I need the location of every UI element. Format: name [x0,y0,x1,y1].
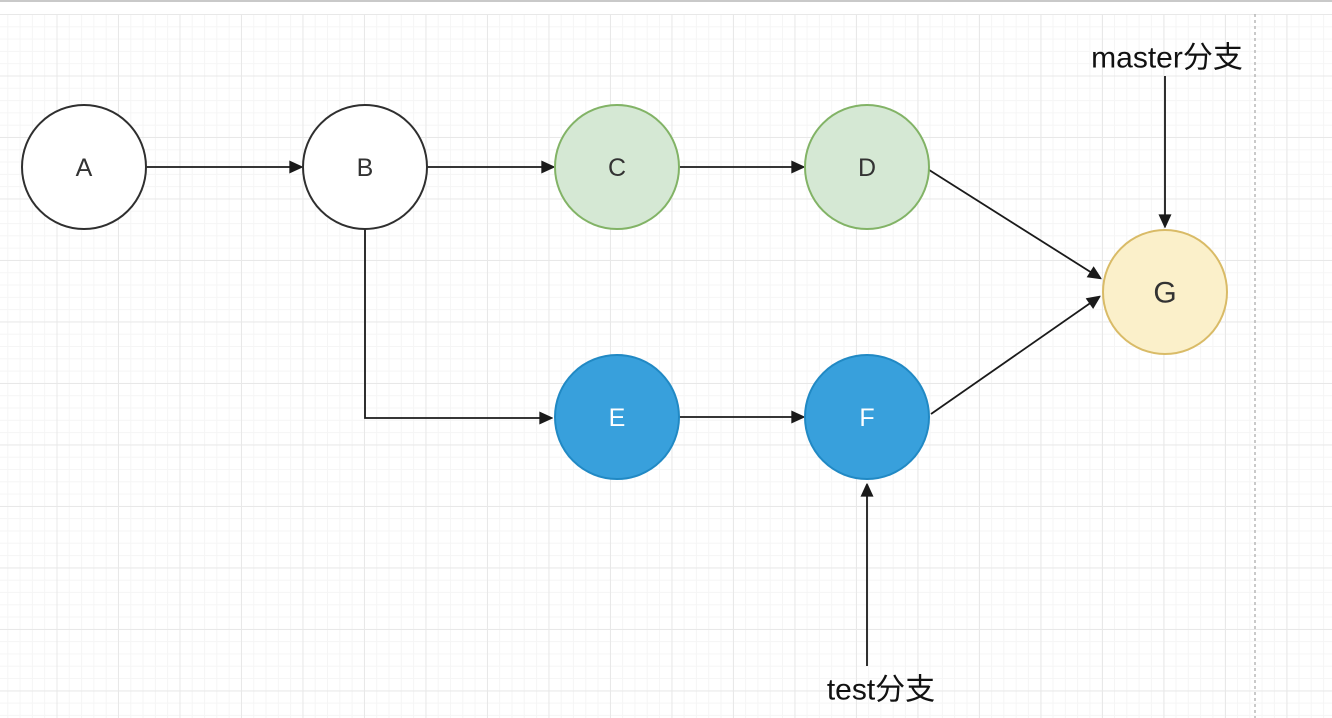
node-circle-F[interactable] [804,354,930,480]
edges-layer [146,76,1165,666]
edge-B-E[interactable] [364,229,551,418]
node-E[interactable]: E [554,354,680,480]
node-C[interactable]: C [554,104,680,230]
node-label-A: A [76,154,93,182]
canvas-top-edge [0,0,1332,2]
node-B[interactable]: B [302,104,428,230]
node-circle-E[interactable] [554,354,680,480]
node-circle-C[interactable] [554,104,680,230]
branch-label-test[interactable]: test分支 [826,673,936,707]
node-label-G: G [1153,277,1176,310]
nodes-layer: A B C D E F G [21,104,1228,480]
node-label-E: E [609,404,626,432]
edge-F-G[interactable] [930,297,1099,415]
node-circle-B[interactable] [302,104,428,230]
node-label-D: D [858,154,876,182]
node-circle-D[interactable] [804,104,930,230]
node-circle-G[interactable] [1102,229,1228,355]
node-label-B: B [357,154,374,182]
node-label-C: C [608,154,626,182]
node-D[interactable]: D [804,104,930,230]
node-F[interactable]: F [804,354,930,480]
node-circle-A[interactable] [21,104,147,230]
node-label-F: F [859,404,874,432]
edge-D-G[interactable] [925,167,1100,278]
node-G[interactable]: G [1102,229,1228,355]
branch-label-master[interactable]: master分支 [1091,41,1243,75]
node-A[interactable]: A [21,104,147,230]
